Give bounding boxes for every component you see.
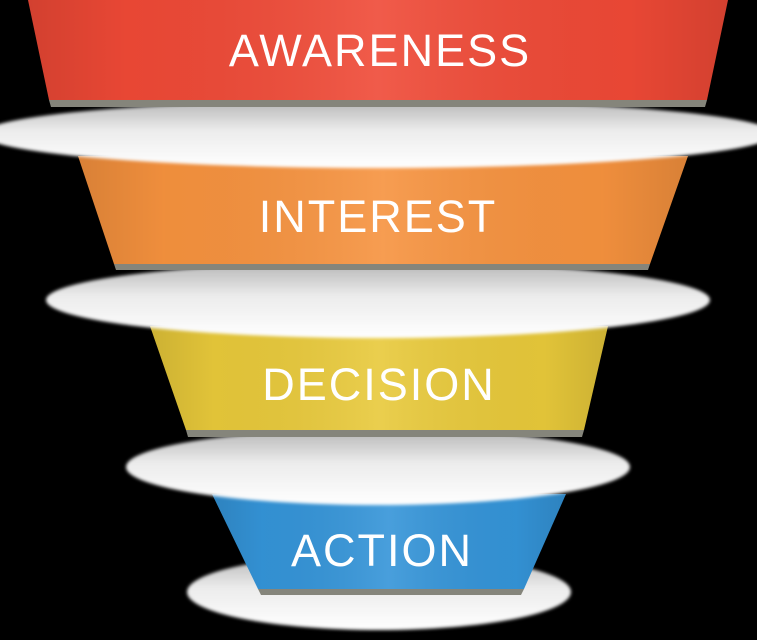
stage-interest-sheen bbox=[78, 156, 688, 264]
shadow-disc-3 bbox=[126, 429, 630, 505]
stage-action: ACTION bbox=[212, 494, 566, 595]
stage-decision-sheen bbox=[150, 326, 608, 430]
stage-interest-edge bbox=[114, 264, 650, 270]
stage-interest-label: INTEREST bbox=[259, 191, 498, 242]
stage-awareness-sheen bbox=[28, 0, 728, 100]
stage-action-label: ACTION bbox=[291, 525, 473, 576]
stage-awareness-edge bbox=[49, 100, 707, 107]
shadow-disc-1 bbox=[0, 100, 757, 168]
stage-decision-label: DECISION bbox=[262, 359, 496, 410]
shadow-disc-2 bbox=[46, 262, 710, 338]
stage-action-edge bbox=[258, 589, 524, 595]
stage-awareness: AWARENESS bbox=[28, 0, 728, 107]
stage-awareness-label: AWARENESS bbox=[229, 25, 531, 76]
stage-action-sheen bbox=[212, 494, 566, 589]
stage-interest: INTEREST bbox=[78, 156, 688, 270]
stage-decision: DECISION bbox=[150, 326, 608, 437]
stage-decision-edge bbox=[186, 430, 584, 437]
